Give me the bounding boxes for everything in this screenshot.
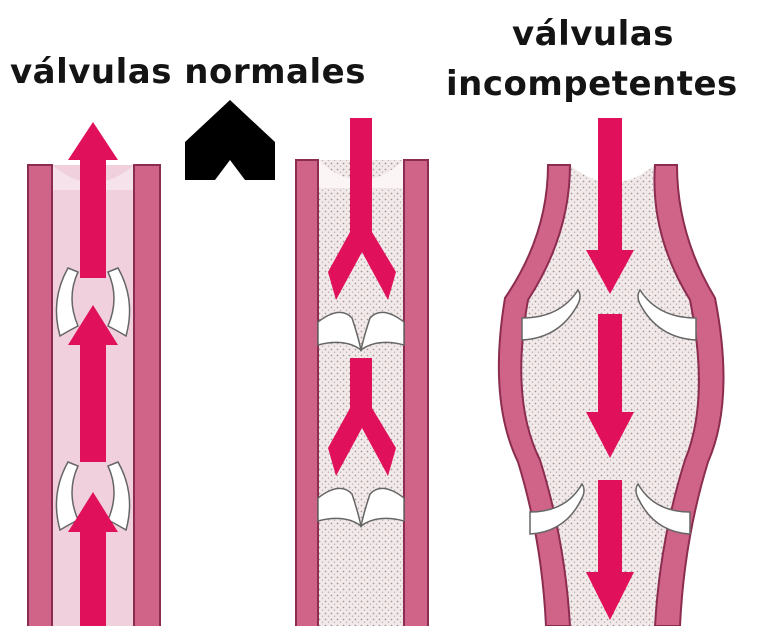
vein-wall-right [404,160,428,626]
normal-vein-open [28,122,160,626]
up-chevron-icon [185,100,275,180]
vein-wall-left [296,160,318,626]
vein-wall-left [28,165,52,626]
incompetent-vein [499,118,724,626]
normal-vein-closed [296,118,428,626]
vein-wall-right [134,165,160,626]
